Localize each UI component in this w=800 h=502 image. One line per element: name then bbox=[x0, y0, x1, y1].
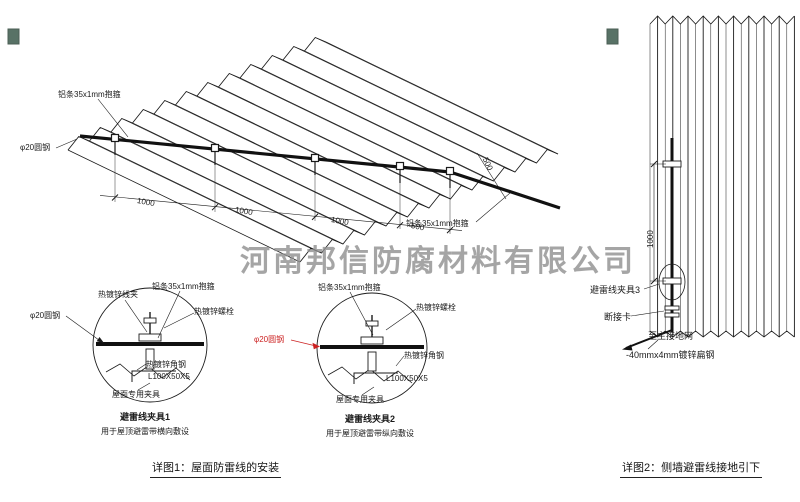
clamp1-angle-size-label: L100X50X5 bbox=[148, 372, 190, 381]
corrugated-roof bbox=[67, 36, 559, 263]
clamp1-subtitle: 用于屋顶避雷带横向敷设 bbox=[101, 427, 189, 436]
flat-steel-label: -40mmx4mm镀锌扁钢 bbox=[626, 350, 715, 360]
clamp2-angle-size-label: L100X50X5 bbox=[386, 374, 428, 383]
roof-aluminum-strip-label-bottom: 铝条35x1mm抱箍 bbox=[406, 219, 469, 228]
detail2-caption: 详图2：侧墙避雷线接地引下 bbox=[620, 459, 763, 478]
clamp2-strip-label: 铝条35x1mm抱箍 bbox=[318, 283, 381, 292]
detail-circle-1 bbox=[92, 287, 208, 403]
conductor-supports bbox=[110, 133, 455, 188]
clamp2-round-steel-label: φ20圆钢 bbox=[254, 335, 285, 344]
detail1-caption: 详图1：屋面防雷线的安装 bbox=[150, 459, 282, 478]
arrowhead bbox=[96, 337, 104, 343]
roof-aluminum-strip-label-top: 铝条35x1mm抱箍 bbox=[58, 90, 121, 99]
stamp-icon bbox=[606, 28, 619, 45]
disconnect-label: 断接卡 bbox=[604, 312, 632, 322]
clamp1-strip-label: 铝条35x1mm抱箍 bbox=[152, 282, 215, 291]
clamp2-angle-steel-label: 热镀锌角钢 bbox=[404, 351, 444, 360]
wall-down-conductor bbox=[622, 138, 686, 351]
stamp-icon bbox=[7, 28, 20, 45]
clamp1-round-steel-label: φ20圆钢 bbox=[30, 311, 61, 320]
roof-round-steel-label: φ20圆钢 bbox=[20, 143, 51, 152]
roof-dimension-chain bbox=[99, 152, 507, 234]
to-ground-label: 至主接地网 bbox=[648, 331, 694, 341]
clamp1-wire-clip-label: 热镀锌线夹 bbox=[98, 290, 138, 299]
detail-circle-2 bbox=[316, 292, 428, 404]
clamp2-title: 避雷线夹具2 bbox=[344, 414, 395, 424]
clamp1-bolt-label: 热镀锌螺栓 bbox=[194, 307, 234, 316]
clamp1-title: 避雷线夹具1 bbox=[119, 412, 170, 422]
clamp1-fixture-label: 屋面专用夹具 bbox=[112, 390, 160, 399]
clamp2-bolt-label: 热镀锌螺栓 bbox=[416, 303, 456, 312]
clamp2-subtitle: 用于屋顶避雷带纵向敷设 bbox=[326, 429, 414, 438]
clamp2-fixture-label: 屋面专用夹具 bbox=[336, 395, 384, 404]
clamp1-angle-steel-label: 热镀锌角钢 bbox=[146, 360, 186, 369]
red-leader bbox=[290, 339, 320, 350]
wall-dim-1000: 1000 bbox=[646, 230, 655, 248]
clamp3-label: 避雷线夹具3 bbox=[590, 285, 641, 295]
leader-lines bbox=[55, 98, 665, 396]
